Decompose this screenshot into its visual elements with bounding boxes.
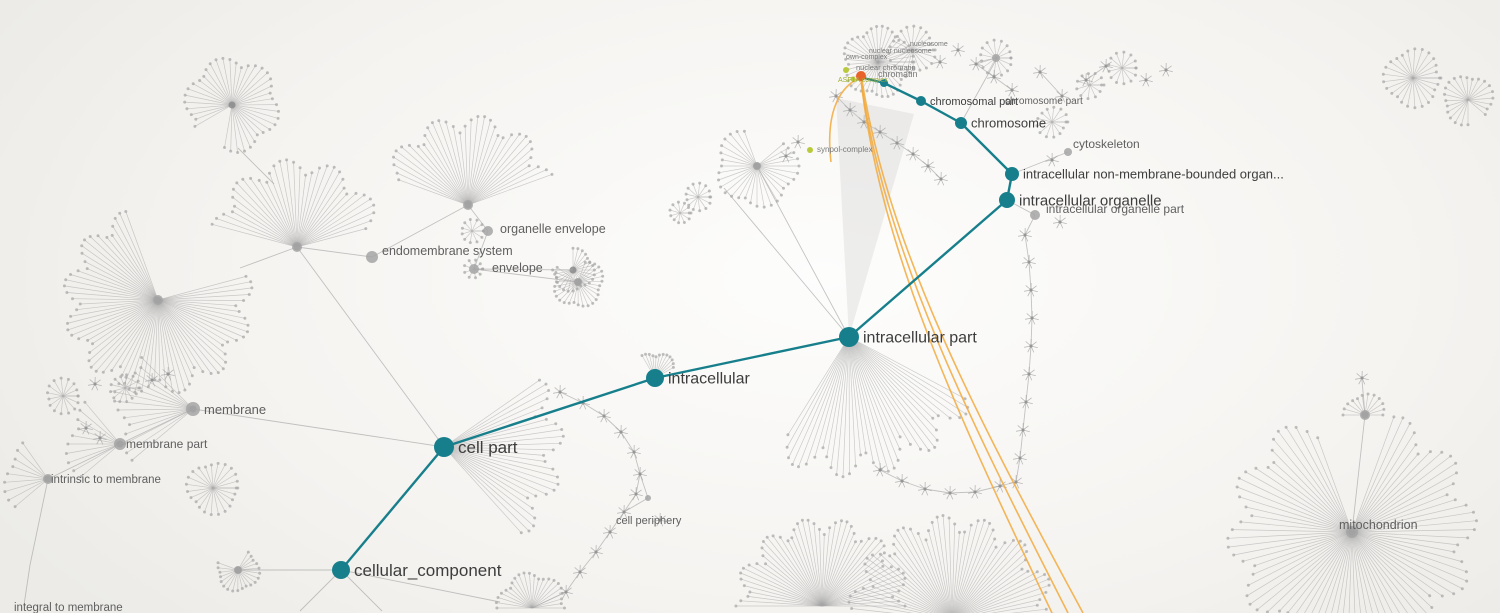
node-label-intracellular_part[interactable]: intracellular part xyxy=(863,330,977,347)
hub-node[interactable] xyxy=(1360,410,1370,420)
orange-edge-1 xyxy=(860,79,1069,613)
leaf-nodes xyxy=(79,42,1369,599)
hub-node[interactable] xyxy=(645,495,651,501)
node-label-non_membrane_bounded_organelle[interactable]: intracellular non-membrane-bounded organ… xyxy=(1023,167,1284,182)
term-label[interactable]: mitochondrion xyxy=(1339,518,1418,532)
node-chromosomal_part[interactable] xyxy=(916,96,926,106)
cluster-mitochondrion-disc xyxy=(1226,415,1478,613)
hub-node[interactable] xyxy=(186,402,200,416)
orange-edge-0 xyxy=(860,79,1053,613)
hub-node[interactable] xyxy=(483,226,493,236)
node-label-cellular_component[interactable]: cellular_component xyxy=(354,561,502,580)
cluster-upper-fan-right xyxy=(392,115,554,209)
hub-node[interactable] xyxy=(574,278,582,286)
term-label[interactable]: membrane part xyxy=(126,437,208,451)
node-non_membrane_bounded_organelle[interactable] xyxy=(1005,167,1019,181)
node-chromosome[interactable] xyxy=(955,117,967,129)
hub-node[interactable] xyxy=(43,474,53,484)
hub-node[interactable] xyxy=(992,54,1000,62)
cluster-top-right-burst-2 xyxy=(1443,75,1495,127)
node-intracellular_organelle[interactable] xyxy=(999,192,1015,208)
cluster-small-burst-700 xyxy=(684,181,713,213)
hub-node[interactable] xyxy=(366,251,378,263)
node-label-chromosomal_part[interactable]: chromosomal part xyxy=(930,96,1018,108)
cluster-upper-fan-left xyxy=(210,158,376,251)
cluster-bottom-disc-right xyxy=(847,514,1055,613)
cluster-nucleosome-burst-2 xyxy=(887,24,937,72)
node-label-chromosome[interactable]: chromosome xyxy=(971,116,1046,131)
term-label[interactable]: integral to membrane xyxy=(14,602,123,613)
cluster-membrane-part-fan xyxy=(64,400,124,478)
hub-node[interactable] xyxy=(753,162,761,170)
tiny-term-label[interactable]: nuclear nucleosome xyxy=(869,48,932,55)
term-label[interactable]: organelle envelope xyxy=(500,222,606,236)
cluster-burst-below-membrane xyxy=(184,461,240,517)
node-cell_part[interactable] xyxy=(434,437,454,457)
node-intracellular_part[interactable] xyxy=(839,327,859,347)
tiny-term-label[interactable]: chromatin xyxy=(878,69,918,79)
term-label[interactable]: cell periphery xyxy=(616,515,682,527)
term-label[interactable]: intracellular organelle part xyxy=(1046,202,1185,216)
green-node[interactable] xyxy=(843,67,849,73)
node-chromatin_node[interactable] xyxy=(880,79,888,87)
hub-node[interactable] xyxy=(469,264,479,274)
tiny-term-label[interactable]: ASF1A complex xyxy=(838,77,888,84)
term-label[interactable]: endomembrane system xyxy=(382,244,513,258)
hub-node[interactable] xyxy=(1030,210,1040,220)
cluster-small-burst-682 xyxy=(668,200,693,225)
highlight-path xyxy=(340,77,1014,571)
term-label[interactable]: cytoskeleton xyxy=(1073,137,1140,151)
hub-node[interactable] xyxy=(234,566,242,574)
cluster-nucleosome-burst xyxy=(842,24,916,98)
tiny-term-label[interactable]: nucleosome xyxy=(910,41,948,48)
hub-node[interactable] xyxy=(1064,148,1072,156)
cluster-burst-1050 xyxy=(1035,105,1070,139)
cluster-top-right-burst-1 xyxy=(1381,47,1443,110)
cluster-burst-1122 xyxy=(1107,50,1138,86)
tiny-term-label[interactable]: own-complex xyxy=(846,54,888,61)
green-node[interactable] xyxy=(850,76,856,82)
hub-node[interactable] xyxy=(463,200,473,210)
cluster-intracellular-part-fan xyxy=(785,336,970,479)
cluster-left-burst-a xyxy=(46,376,80,416)
hub-node[interactable] xyxy=(292,242,302,252)
cluster-top-left-burst xyxy=(183,56,280,154)
term-label[interactable]: membrane xyxy=(204,402,266,417)
term-label[interactable]: envelope xyxy=(492,261,543,275)
tiny-term-label[interactable]: synpol-complex xyxy=(817,145,873,154)
term-label[interactable]: intrinsic to membrane xyxy=(51,474,161,486)
node-label-intracellular_organelle[interactable]: intracellular organelle xyxy=(1019,192,1162,209)
cluster-left-big-disc xyxy=(62,210,254,395)
hub-node[interactable] xyxy=(1346,526,1358,538)
selected-node[interactable] xyxy=(856,71,866,81)
hub-node[interactable] xyxy=(114,438,126,450)
node-label-cell_part[interactable]: cell part xyxy=(458,438,518,457)
node-label-intracellular[interactable]: intracellular xyxy=(668,371,750,388)
node-intracellular[interactable] xyxy=(646,369,664,387)
cluster-bottom-disc-left xyxy=(734,518,907,608)
cluster-burst-1090 xyxy=(1075,72,1106,101)
green-node[interactable] xyxy=(807,147,813,153)
orange-edge-2 xyxy=(861,79,1084,613)
tiny-term-label[interactable]: nuclear chromatin xyxy=(856,63,916,72)
orange-edge-3 xyxy=(828,77,860,163)
node-cellular_component[interactable] xyxy=(332,561,350,579)
cluster-cell-part-fan xyxy=(443,378,565,535)
cluster-bottom-partial-disc xyxy=(494,571,566,610)
cluster-left-burst-b xyxy=(109,373,142,404)
edge-bundle-wedge xyxy=(836,98,914,337)
hub-node[interactable] xyxy=(153,295,163,305)
term-label[interactable]: chromosome part xyxy=(1005,96,1083,107)
